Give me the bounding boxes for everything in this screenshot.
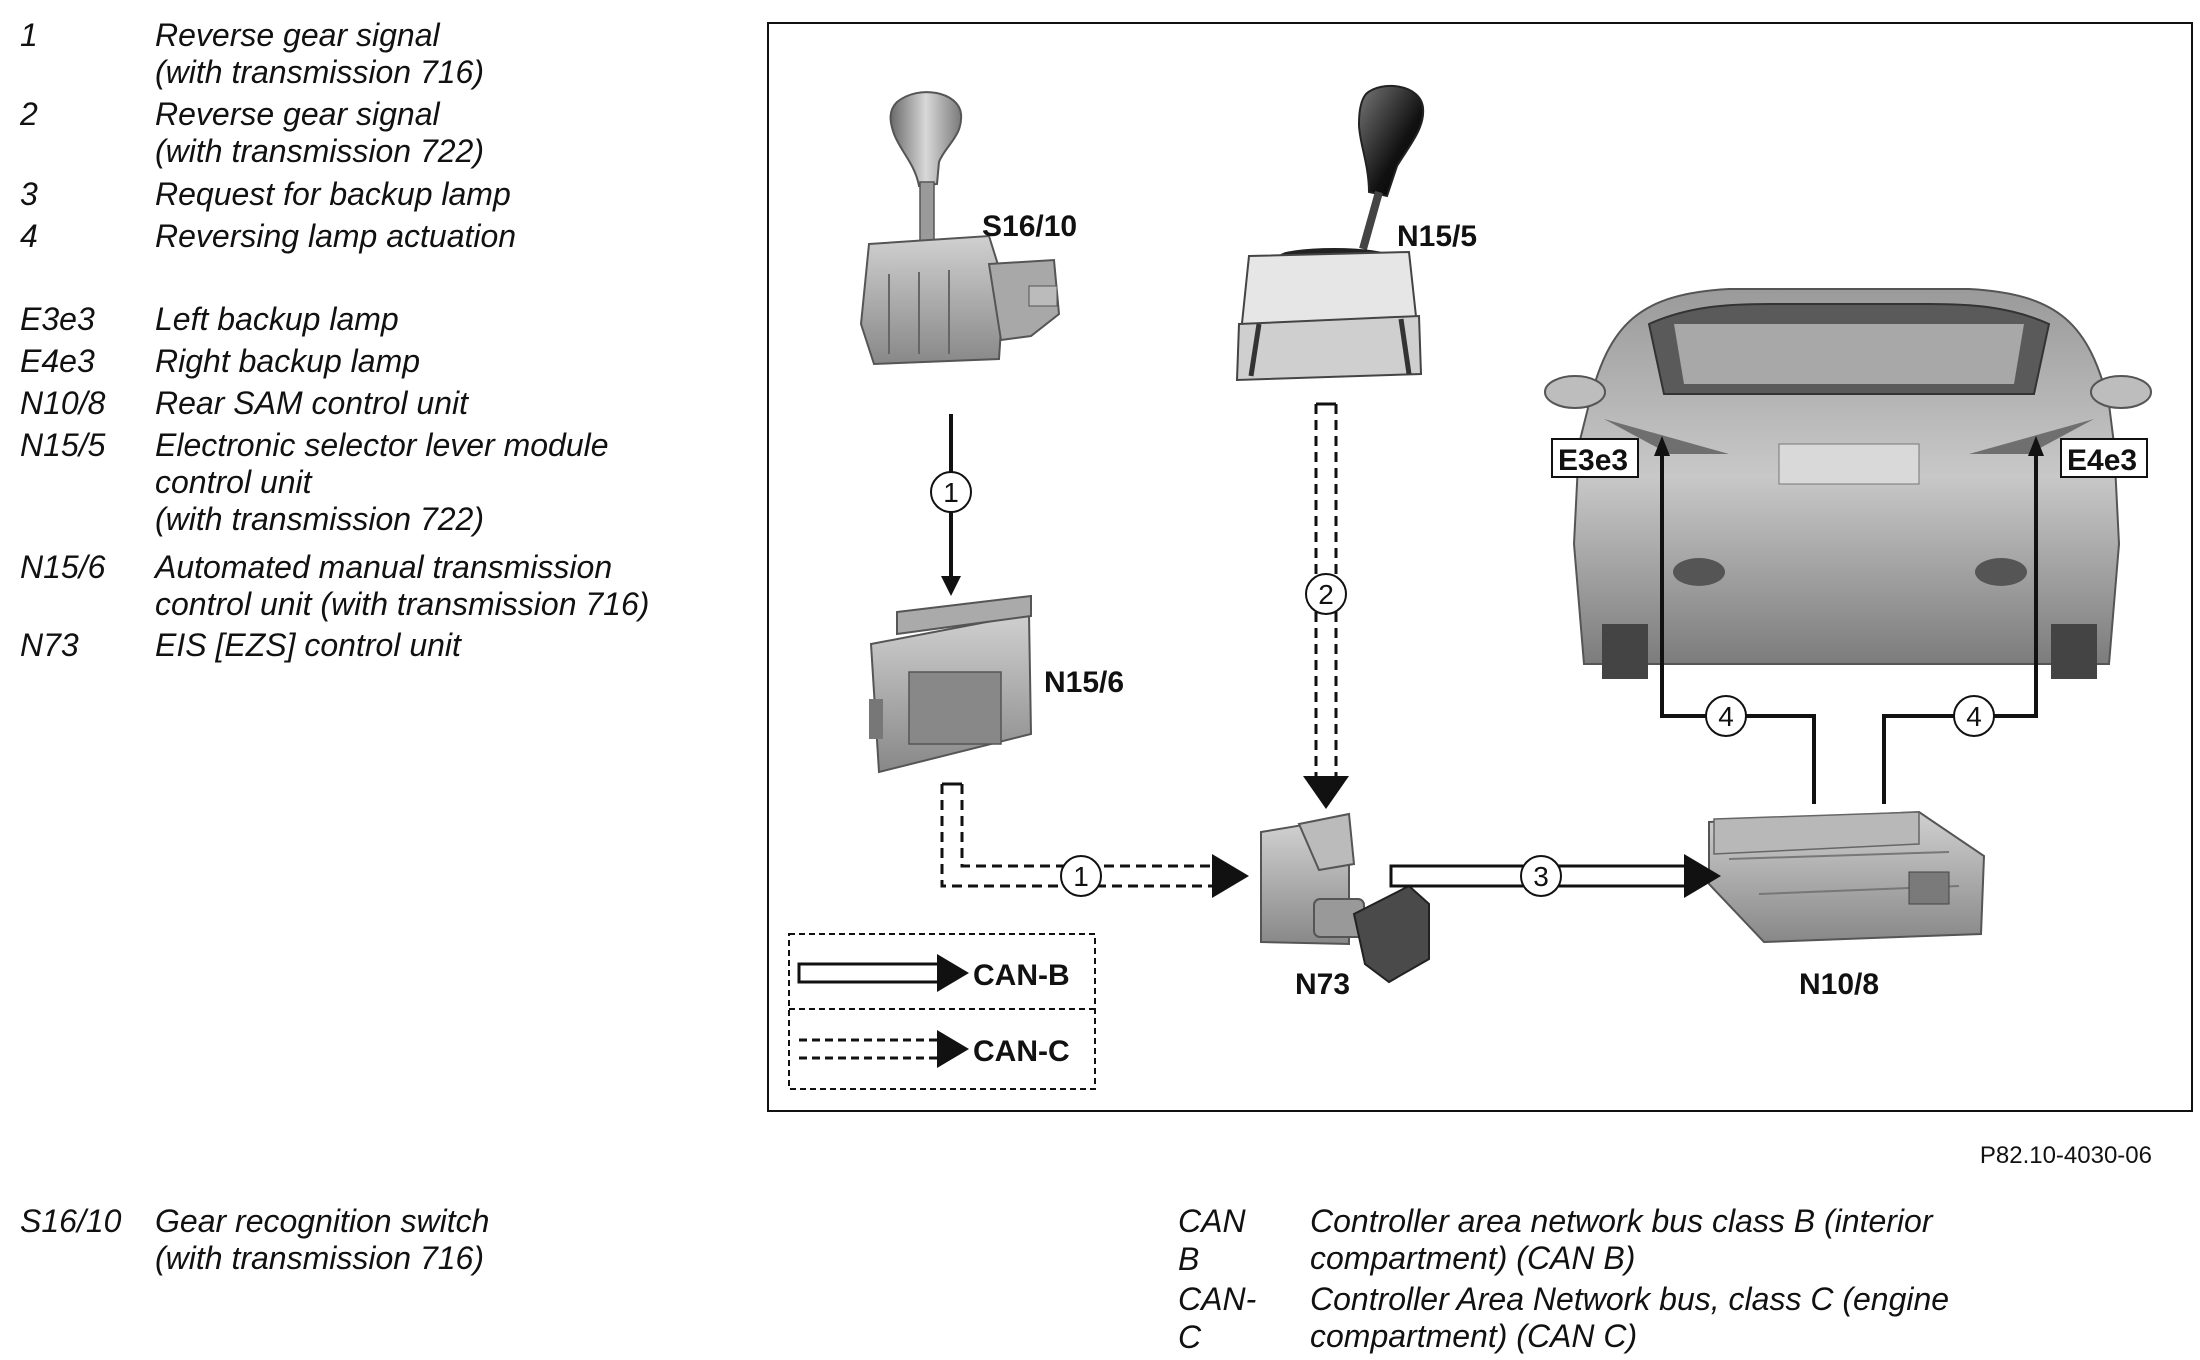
legend-key: 4 [20,218,38,254]
legend-text: Electronic selector lever module [155,427,609,463]
n15-6-label: N15/6 [1044,666,1124,699]
legend-text: compartment) (CAN B) [1310,1240,1636,1276]
connection-n10-8-to-e4e3: 4 [1882,436,2044,804]
e4e3-label: E4e3 [2067,444,2137,477]
legend-key: N73 [20,627,79,663]
connection-number: 1 [943,477,959,508]
n15-6-control-unit-image [869,594,1033,774]
legend-text: Controller Area Network bus, class C (en… [1310,1281,1950,1317]
legend-text: Right backup lamp [155,343,421,379]
e3e3-label-box [1551,438,1639,478]
legend-key: N15/5 [20,427,106,463]
legend-key: N15/6 [20,549,106,585]
e3e3-label: E3e3 [1558,444,1628,477]
connection-n15-6-to-n73: 1 [940,782,1249,898]
legend-key: 3 [20,176,38,212]
connection-number: 2 [1318,579,1334,610]
n15-5-selector-image [1235,84,1425,382]
legend-text: Left backup lamp [155,301,399,337]
legend-text: Reverse gear signal [155,96,440,132]
n10-8-label: N10/8 [1799,968,1879,1001]
n73-eis-image [1260,812,1430,984]
bus-key-box: CAN-B CAN-C [788,933,1096,1090]
n15-5-label: N15/5 [1397,220,1477,253]
legend-text: (with transmission 716) [155,54,484,90]
legend-text: Gear recognition switch [155,1203,490,1239]
diagram-canvas: S16/10 N15/5 N15/6 N73 N10/8 [788,84,2152,1090]
connection-n73-to-n10-8: 3 [1389,854,1721,898]
connection-s16-to-n15-6: 1 [930,414,972,596]
can-c-key-label: CAN-C [973,1035,1070,1068]
legend-text: (with transmission 722) [155,133,484,169]
can-b-key-label: CAN-B [973,959,1070,992]
s16-10-label: S16/10 [982,210,1077,243]
legend-text: Reversing lamp actuation [155,218,517,254]
legend-text: Reverse gear signal [155,17,440,53]
n73-label: N73 [1295,968,1350,1001]
legend-text: control unit (with transmission 716) [155,586,650,622]
legend-text: compartment) (CAN C) [1310,1318,1638,1354]
legend-key: CAN B [1178,1203,1246,1277]
legend-key: S16/10 [20,1203,122,1239]
s16-10-shifter-image [859,91,1061,366]
legend-text: (with transmission 722) [155,501,484,537]
connection-number: 4 [1966,701,1982,732]
legend-text: Rear SAM control unit [155,385,469,421]
connection-number: 3 [1533,861,1549,892]
connection-number: 1 [1073,861,1089,892]
connection-number: 4 [1718,701,1734,732]
legend-text: control unit [155,464,312,500]
legend-key: CAN-C [1178,1281,1257,1355]
connection-n15-5-to-n73: 2 [1303,402,1349,809]
connection-n10-8-to-e3e3: 4 [1654,436,1816,804]
legend-text: EIS [EZS] control unit [155,627,461,663]
legend-key: 2 [20,96,38,132]
legend-text: (with transmission 716) [155,1240,484,1276]
legend-text: Request for backup lamp [155,176,511,212]
legend-key: N10/8 [20,385,106,421]
legend-text: Controller area network bus class B (int… [1310,1203,1933,1239]
legend-key: 1 [20,17,38,53]
n10-8-rear-sam-image [1708,810,1986,944]
e4e3-label-box [2060,438,2148,478]
figure-reference: P82.10-4030-06 [1979,1142,2152,1169]
diagram-frame: S16/10 N15/5 N15/6 N73 N10/8 [767,22,2193,1112]
legend-key: E4e3 [20,343,95,379]
car-rear-image [1544,288,2152,679]
legend-key: E3e3 [20,301,95,337]
legend-text: Automated manual transmission [155,549,613,585]
